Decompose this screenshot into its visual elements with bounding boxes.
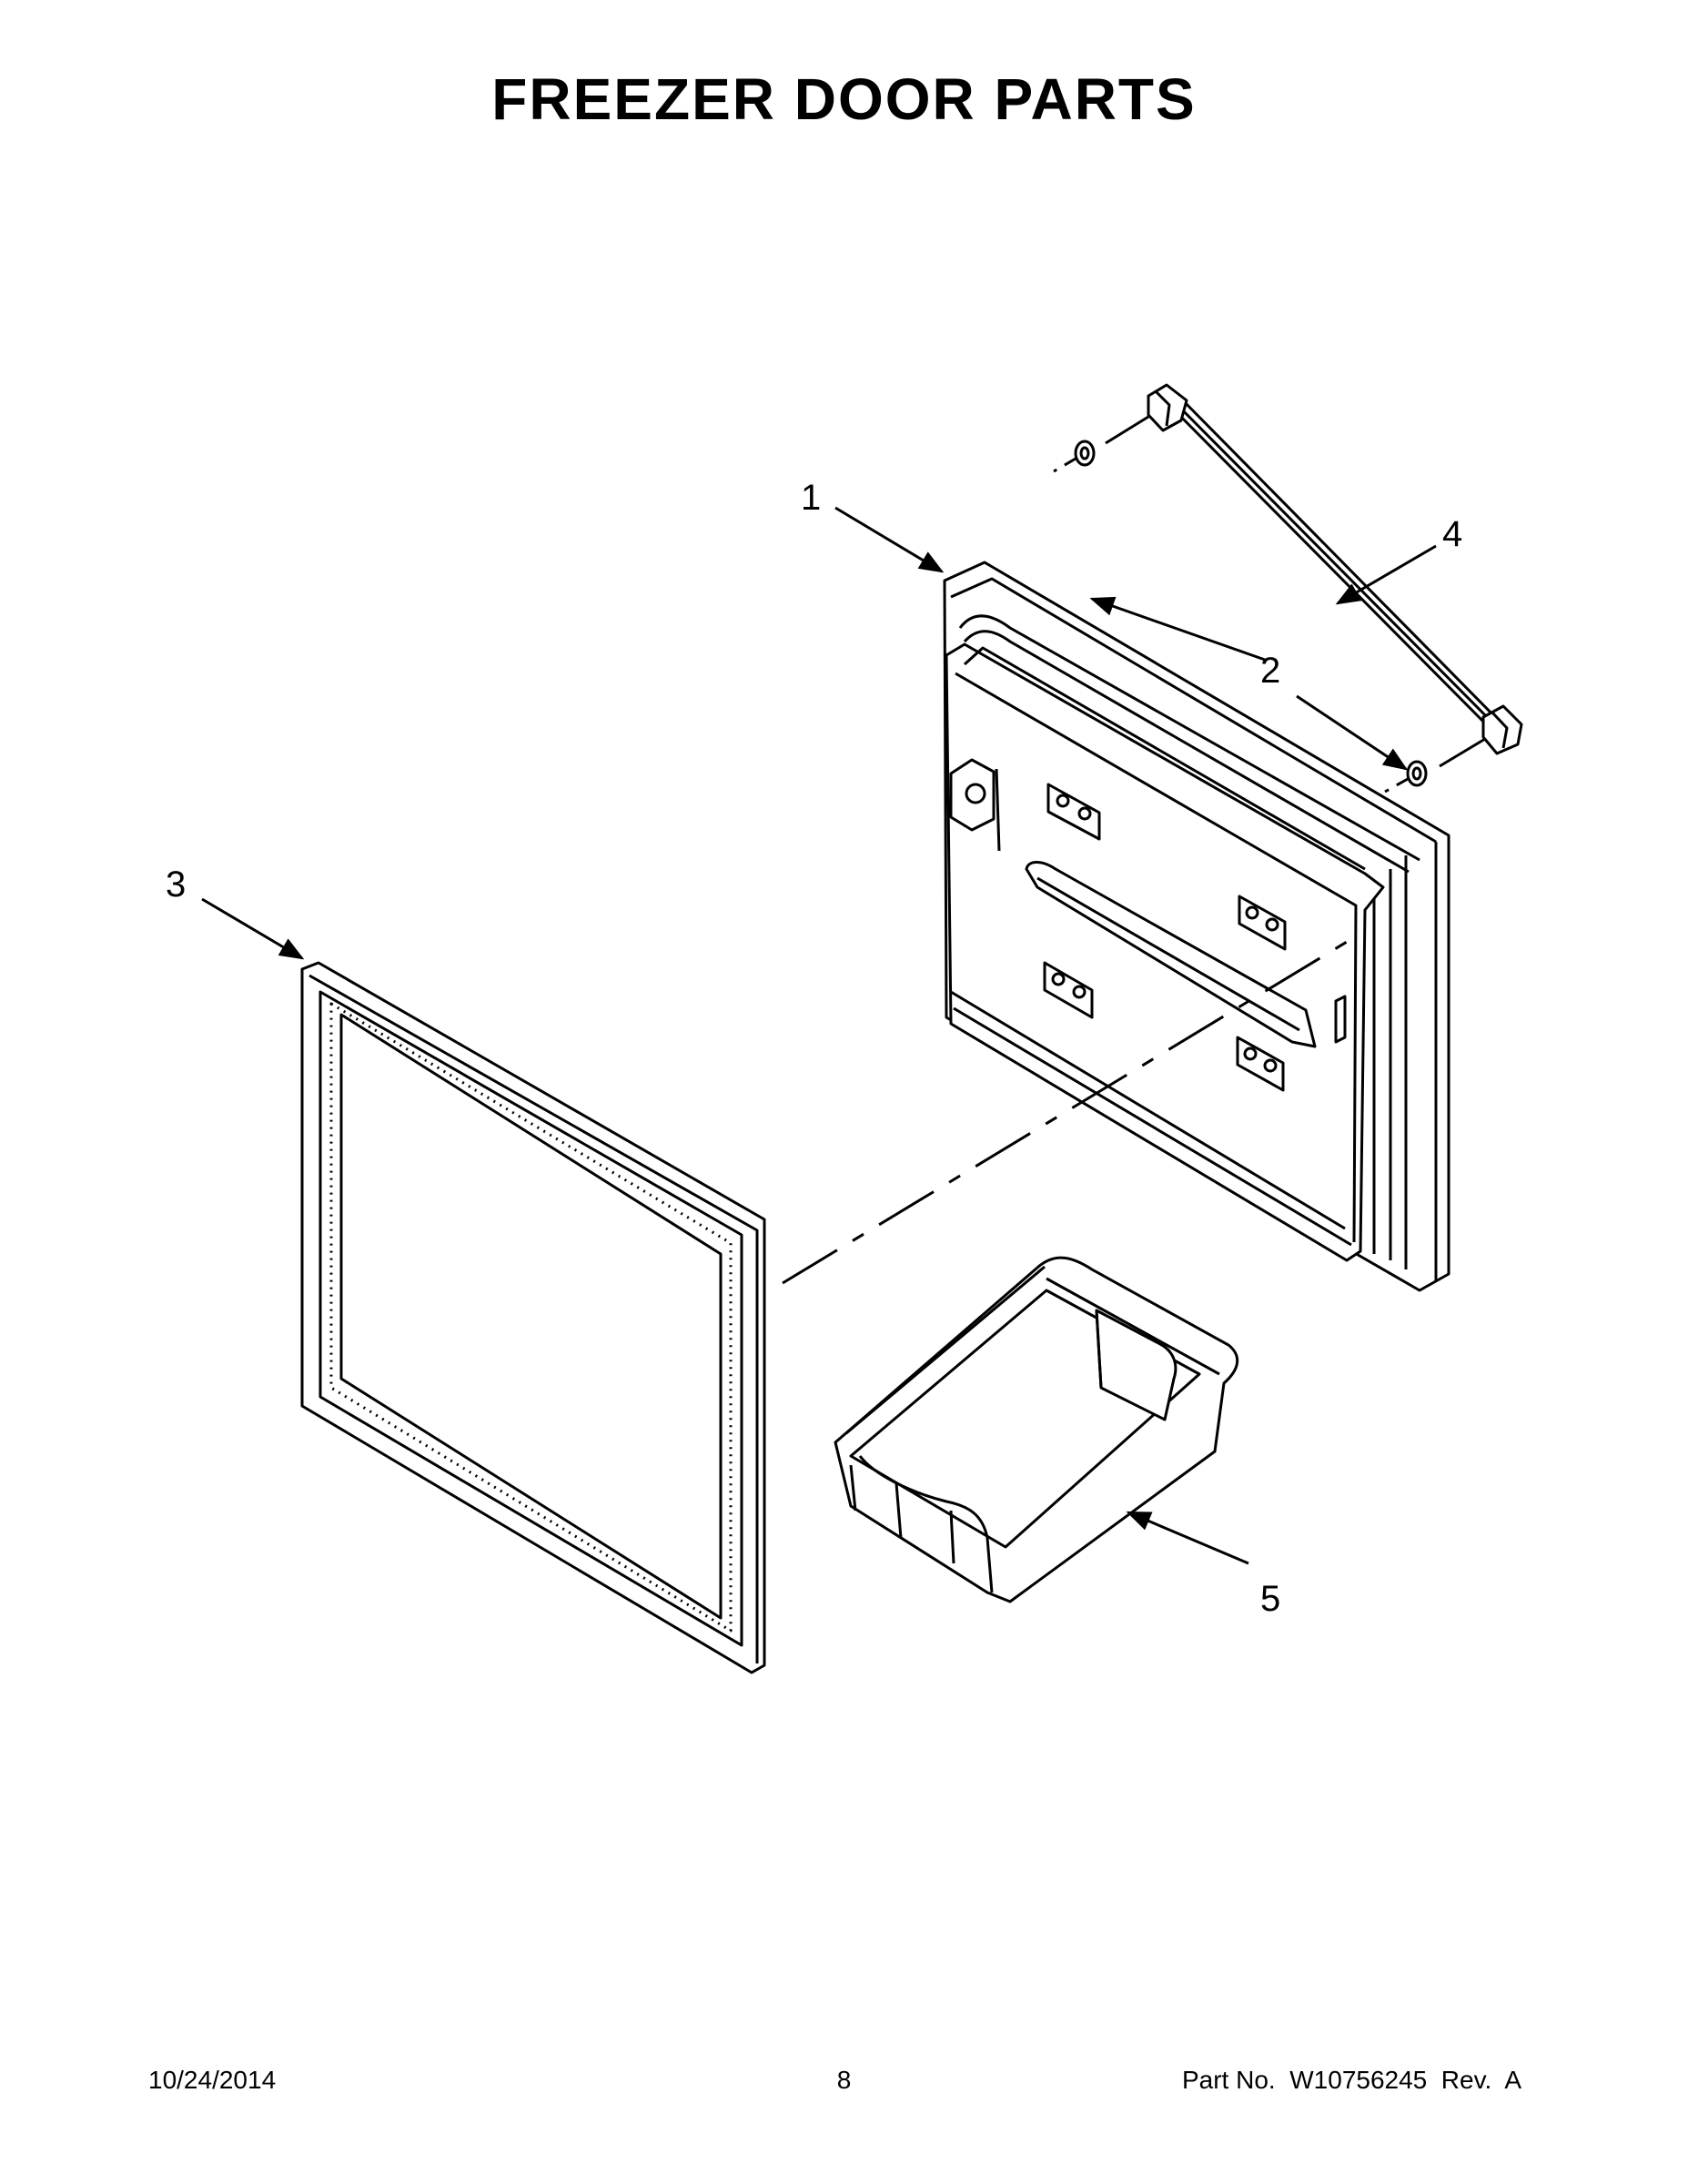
footer-page-number: 8 [836,2066,852,2094]
callout-5: 5 [1260,1579,1280,1619]
screw-axis-lines [1053,457,1409,794]
callout-3: 3 [166,864,186,905]
door-gasket-part [300,961,766,1674]
screw-part [1074,440,1428,787]
callout-4: 4 [1442,514,1462,554]
freezer-basket-part [834,1256,1238,1603]
handle-bar-part [1105,383,1523,768]
callout-1: 1 [801,478,821,518]
footer-date: 10/24/2014 [148,2066,277,2094]
page-title: FREEZER DOOR PARTS [491,66,1197,132]
freezer-door-part [943,561,1450,1292]
leader-lines [201,506,1437,1565]
footer-part-number: Part No. W10756245 Rev. A [1181,2066,1521,2094]
callout-2: 2 [1260,651,1280,691]
